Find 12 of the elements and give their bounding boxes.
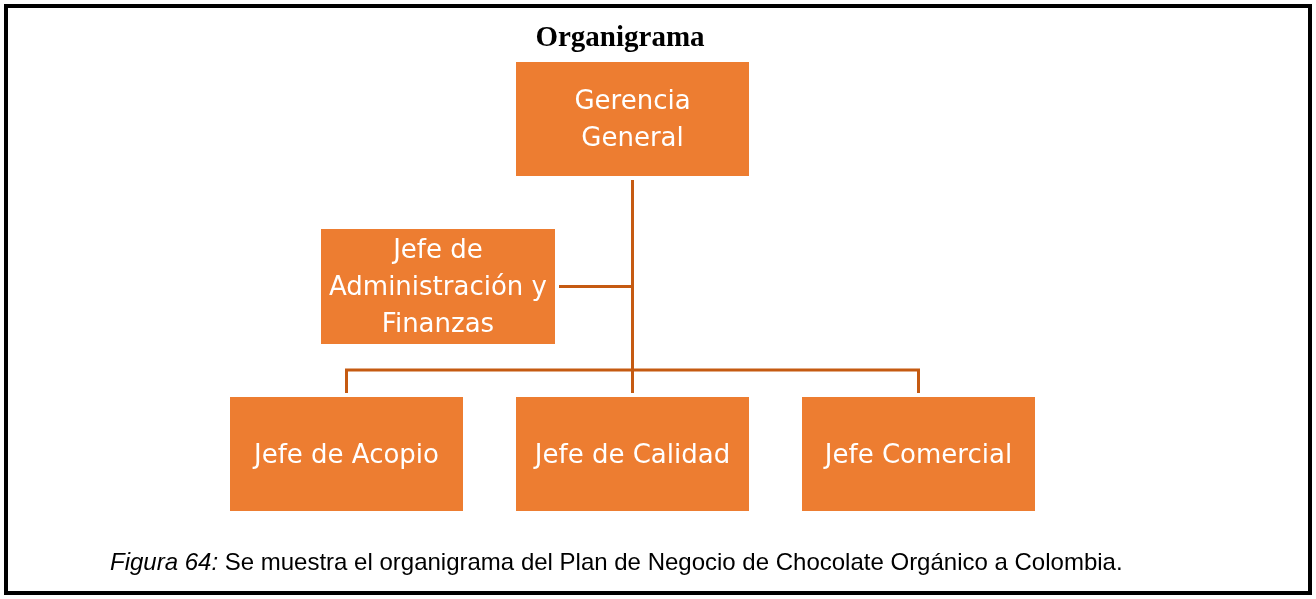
diagram-title: Organigrama (534, 20, 706, 53)
org-box (516, 397, 749, 511)
connector-line (631, 180, 920, 393)
figure-caption: Figura 64: Se muestra el organigrama del Plan de Negocio de Chocolate Orgánico a Colombia. (110, 548, 1123, 576)
role-label: Jefe de Calidad (534, 437, 731, 471)
role-label: Jefe Comercial (824, 437, 1013, 471)
org-box (802, 397, 1035, 511)
org-box (230, 397, 463, 511)
role-label: Gerencia General (573, 84, 692, 154)
org-box (516, 62, 749, 176)
role-label: Jefe de Administración y Finanzas (328, 233, 548, 340)
role-label: Jefe de Acopio (254, 437, 439, 471)
